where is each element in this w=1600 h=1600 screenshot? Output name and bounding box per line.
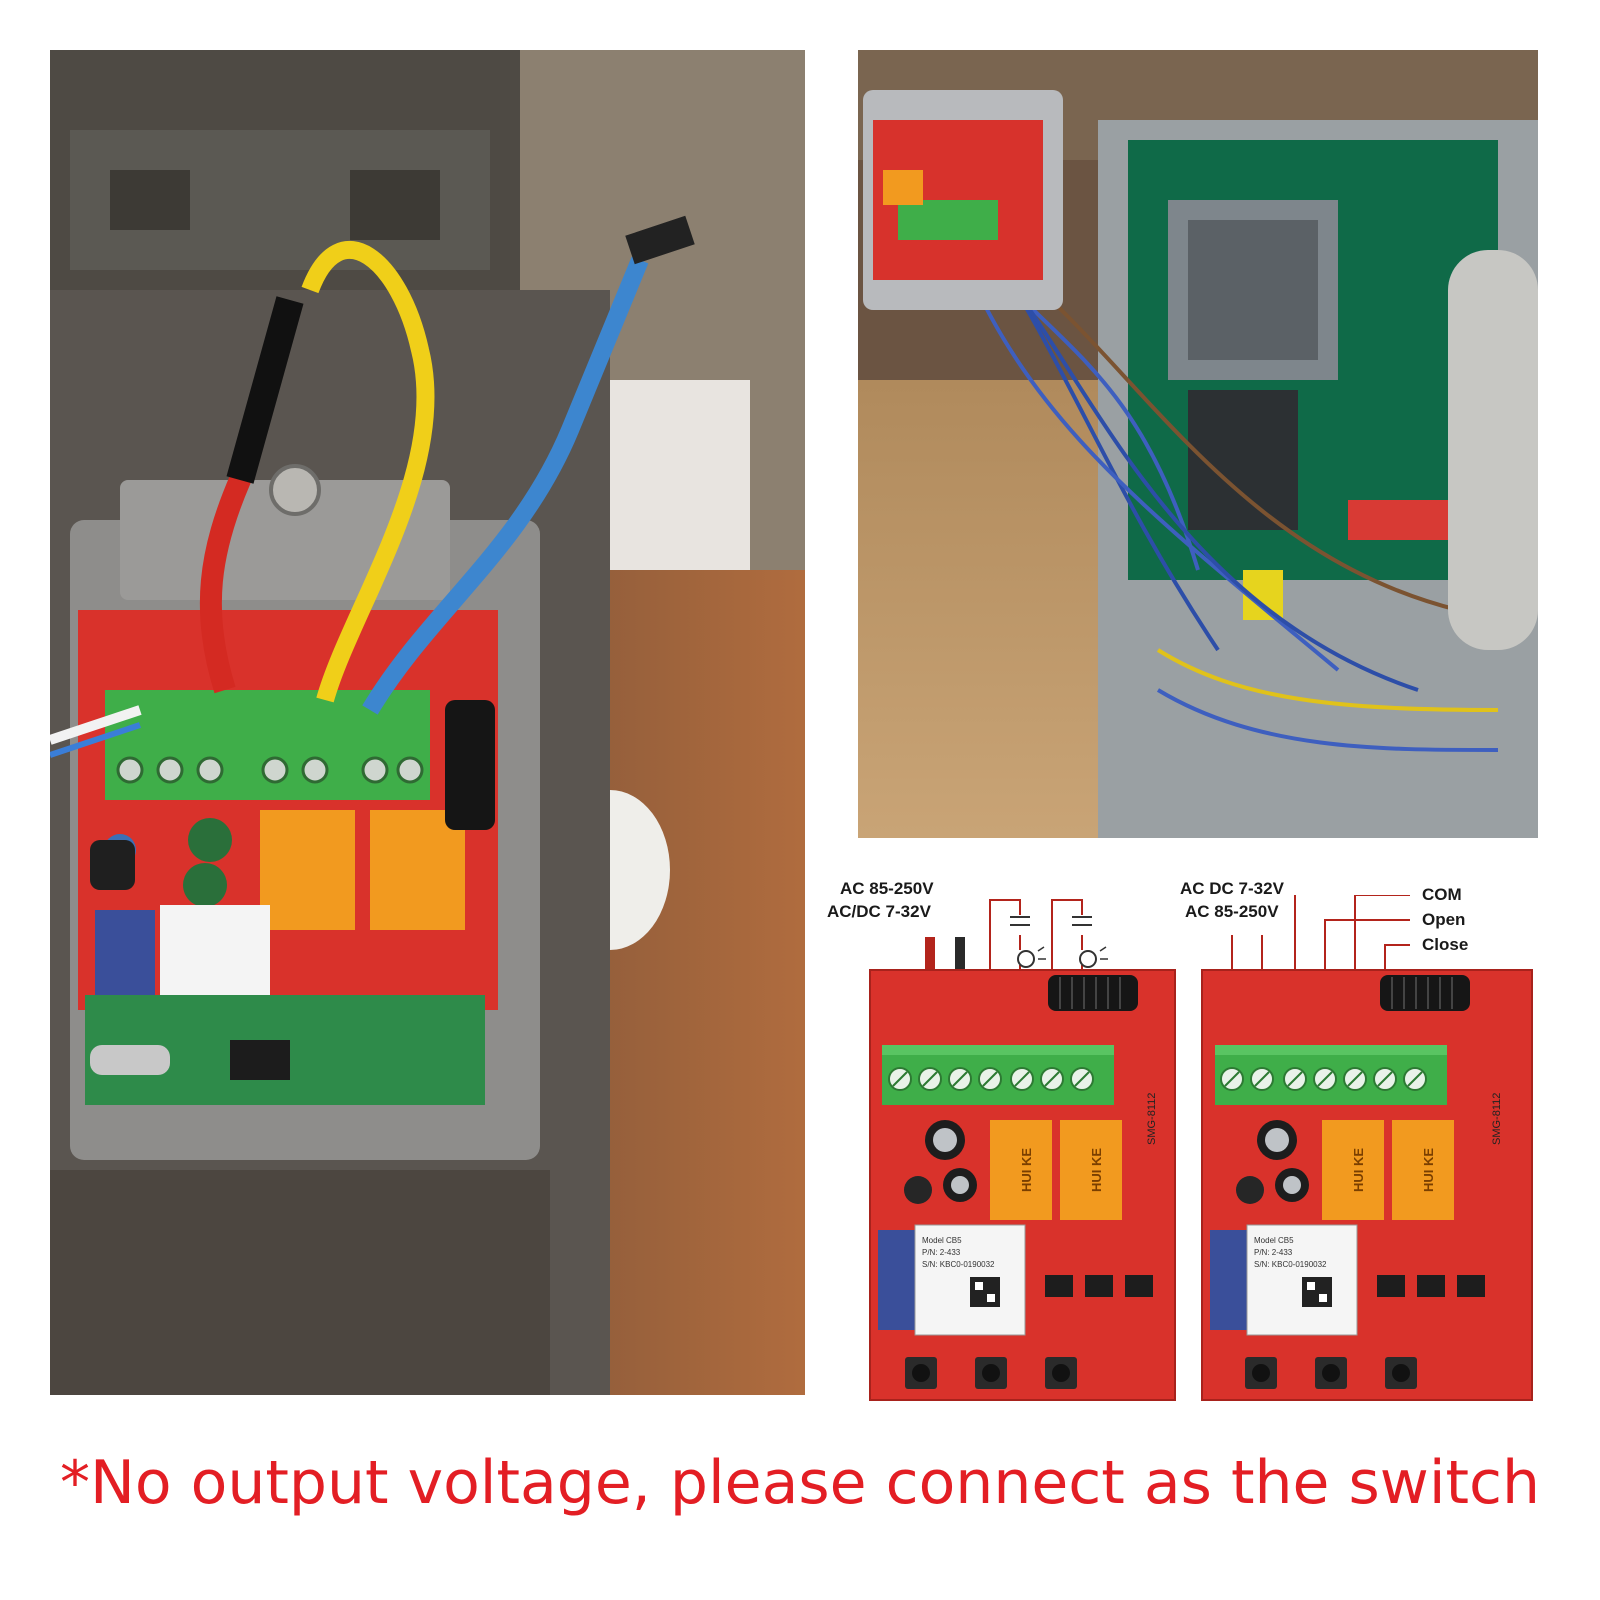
module-sn-b: S/N: KBC0-0190032 <box>1254 1260 1327 1269</box>
relay-label-3: HUI KE <box>1351 1148 1366 1192</box>
label-open: Open <box>1422 910 1466 929</box>
label-acdc-7-32v: AC/DC 7-32V <box>827 902 931 921</box>
relay-label-2: HUI KE <box>1089 1148 1104 1192</box>
module-sn: S/N: KBC0-0190032 <box>922 1260 995 1269</box>
footer-note: *No output voltage, please connect as th… <box>59 1448 1541 1518</box>
module-model-b: Model CB5 <box>1254 1236 1294 1245</box>
relay-label-4: HUI KE <box>1421 1148 1436 1192</box>
wiring-diagram-com-open-close: HUI KE HUI KE Model CB5 P/N: 2-433 S/N: … <box>1180 880 1540 1405</box>
module-model: Model CB5 <box>922 1236 962 1245</box>
label-ac-dc-7-32v: AC DC 7-32V <box>1180 879 1284 898</box>
board-code-b: SMG-8112 <box>1491 1093 1503 1145</box>
label-ac-85-250v-b: AC 85-250V <box>1185 902 1279 921</box>
module-pn: P/N: 2-433 <box>922 1248 961 1257</box>
installation-photo-right <box>858 50 1538 838</box>
label-close: Close <box>1422 935 1469 954</box>
label-ac-85-250v: AC 85-250V <box>840 879 934 898</box>
relay-label-1: HUI KE <box>1019 1148 1034 1192</box>
wiring-diagram-switch: HUI KE HUI KE Model CB5 P/N: 2-433 S/N: … <box>827 880 1180 1405</box>
module-pn-b: P/N: 2-433 <box>1254 1248 1293 1257</box>
board-code-a: SMG-8112 <box>1146 1093 1158 1145</box>
label-com: COM <box>1422 885 1462 904</box>
installation-photo-left <box>50 50 805 1395</box>
